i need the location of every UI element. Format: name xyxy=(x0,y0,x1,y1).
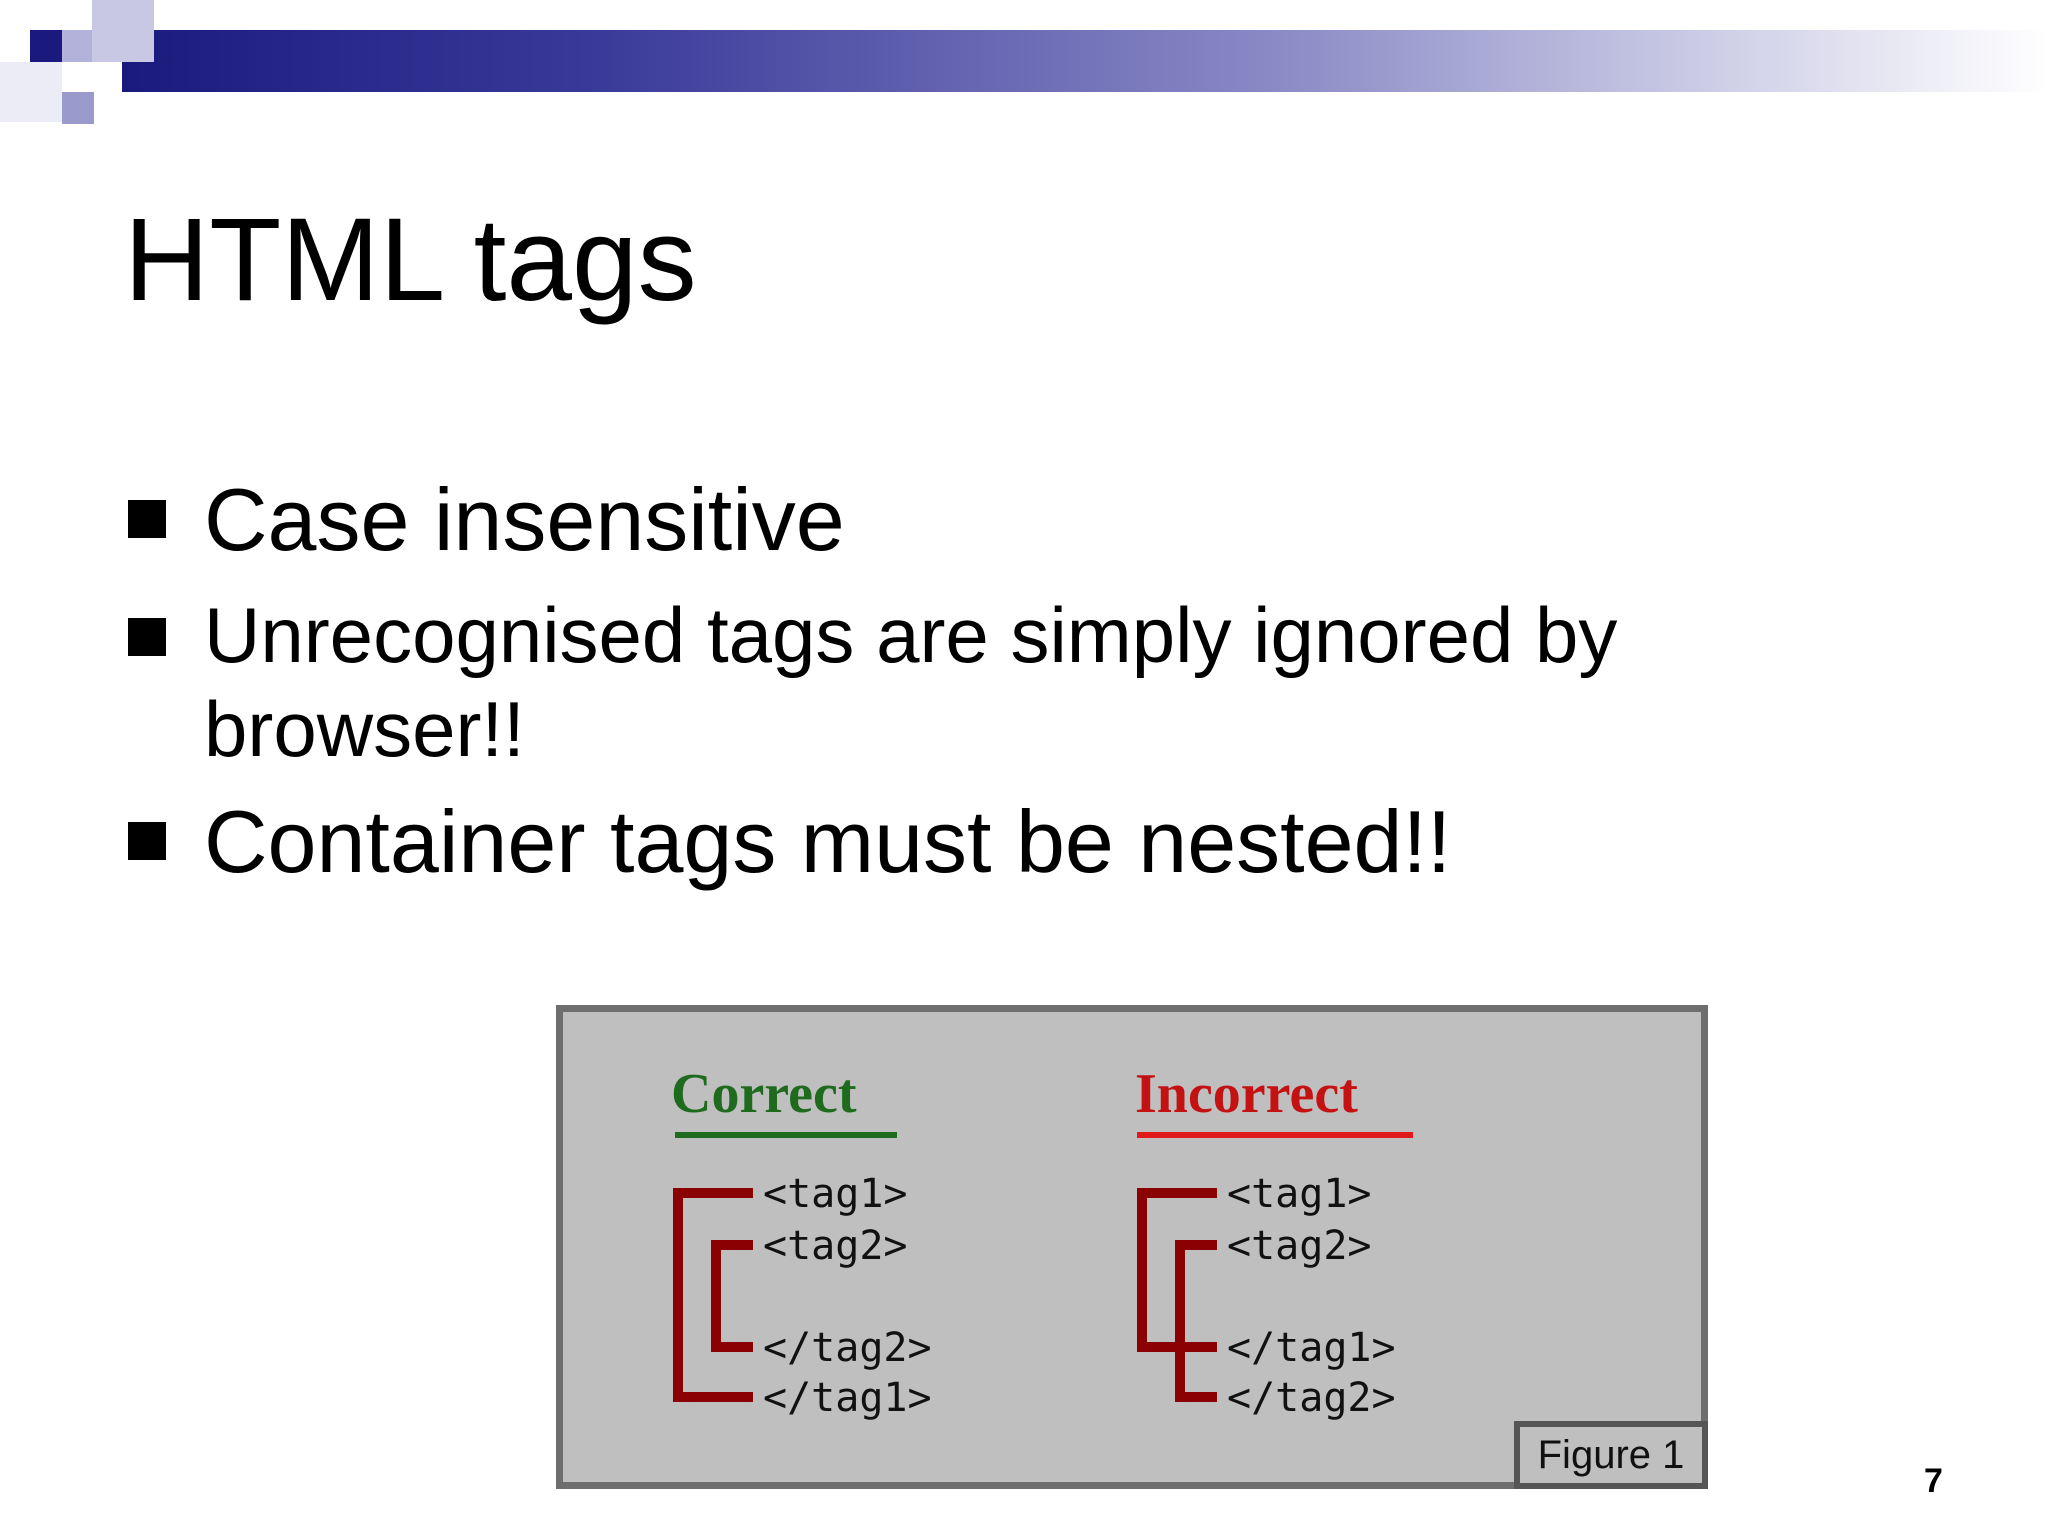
square-bullet-icon xyxy=(128,500,166,538)
incorrect-heading: Incorrect xyxy=(1135,1063,1358,1125)
code-line: </tag2> xyxy=(1227,1375,1396,1421)
decor-square xyxy=(92,0,154,62)
code-line: <tag1> xyxy=(1227,1171,1372,1217)
square-bullet-icon xyxy=(128,822,166,860)
code-line: </tag2> xyxy=(763,1325,932,1371)
bullet-item: Unrecognised tags are simply ignored by … xyxy=(128,588,1728,776)
code-line: <tag2> xyxy=(1227,1223,1372,1269)
nesting-figure: Correct Incorrect <tag1> <tag2> </tag2> … xyxy=(556,1005,1708,1489)
code-line: </tag1> xyxy=(1227,1325,1396,1371)
figure-label: Figure 1 xyxy=(1514,1421,1708,1489)
decor-square xyxy=(92,62,122,92)
bullet-item: Container tags must be nested!! xyxy=(128,792,1728,892)
decor-square xyxy=(30,30,62,62)
slide-title: HTML tags xyxy=(124,194,697,326)
bullet-text: Case insensitive xyxy=(204,470,845,569)
bullet-text: Unrecognised tags are simply ignored by … xyxy=(204,591,1618,773)
code-line: <tag1> xyxy=(763,1171,908,1217)
code-line: <tag2> xyxy=(763,1223,908,1269)
decor-square xyxy=(62,92,94,124)
square-bullet-icon xyxy=(128,618,166,656)
correct-underline xyxy=(675,1132,897,1138)
bullet-list: Case insensitive Unrecognised tags are s… xyxy=(128,470,1728,892)
header-gradient-bar xyxy=(120,30,2048,92)
incorrect-underline xyxy=(1137,1132,1413,1138)
code-line: </tag1> xyxy=(763,1375,932,1421)
correct-heading: Correct xyxy=(671,1063,857,1125)
decor-square xyxy=(62,30,92,62)
bullet-item: Case insensitive xyxy=(128,470,1728,570)
decor-square xyxy=(0,62,62,122)
bullet-text: Container tags must be nested!! xyxy=(204,792,1452,891)
page-number: 7 xyxy=(1924,1462,1943,1500)
